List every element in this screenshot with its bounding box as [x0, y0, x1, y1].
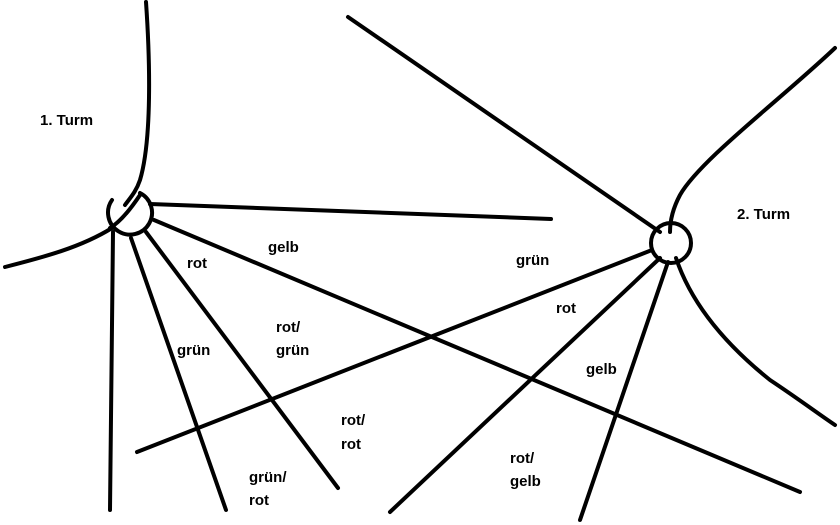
- label-gruen-right: grün: [516, 252, 549, 269]
- label-gelb: gelb: [268, 239, 299, 256]
- line-tower2-northwest: [346, 15, 662, 234]
- label-rot-gruen-line2: grün: [276, 342, 309, 359]
- tower2-bottom-curve: [674, 256, 837, 427]
- label-rot-rot-line2: rot: [341, 436, 361, 453]
- label-rot: rot: [187, 255, 207, 272]
- tower2-label: 2. Turm: [737, 206, 790, 223]
- label-rot-gruen-line1: rot/: [276, 319, 301, 336]
- tower2-top-curve: [668, 46, 837, 234]
- line-tower2-long-southwest: [135, 248, 654, 454]
- label-gruen-left: grün: [177, 342, 210, 359]
- label-rot-rot-line1: rot/: [341, 412, 366, 429]
- line-tower1-east: [148, 202, 553, 221]
- label-rot-right: rot: [556, 300, 576, 317]
- line-tower1-southeast: [144, 230, 340, 490]
- label-gelb-right: gelb: [586, 361, 617, 378]
- line-tower2-southwest: [388, 256, 662, 514]
- line-tower1-south: [108, 230, 115, 512]
- label-rot-gelb-line1: rot/: [510, 450, 535, 467]
- line-tower1-long-southeast: [152, 218, 802, 494]
- tower1-label: 1. Turm: [40, 112, 93, 129]
- tower1-top-curve: [123, 0, 152, 207]
- tower2-circle: [649, 221, 693, 265]
- tower1-inner-arc: [108, 193, 142, 230]
- label-gruen-rot-line1: grün/: [249, 469, 287, 486]
- line-tower1-south-southeast: [129, 236, 228, 512]
- line-tower2-south: [578, 260, 670, 522]
- label-gruen-rot-line2: rot: [249, 492, 269, 509]
- tower1-left-curve: [3, 226, 114, 269]
- label-rot-gelb-line2: gelb: [510, 473, 541, 490]
